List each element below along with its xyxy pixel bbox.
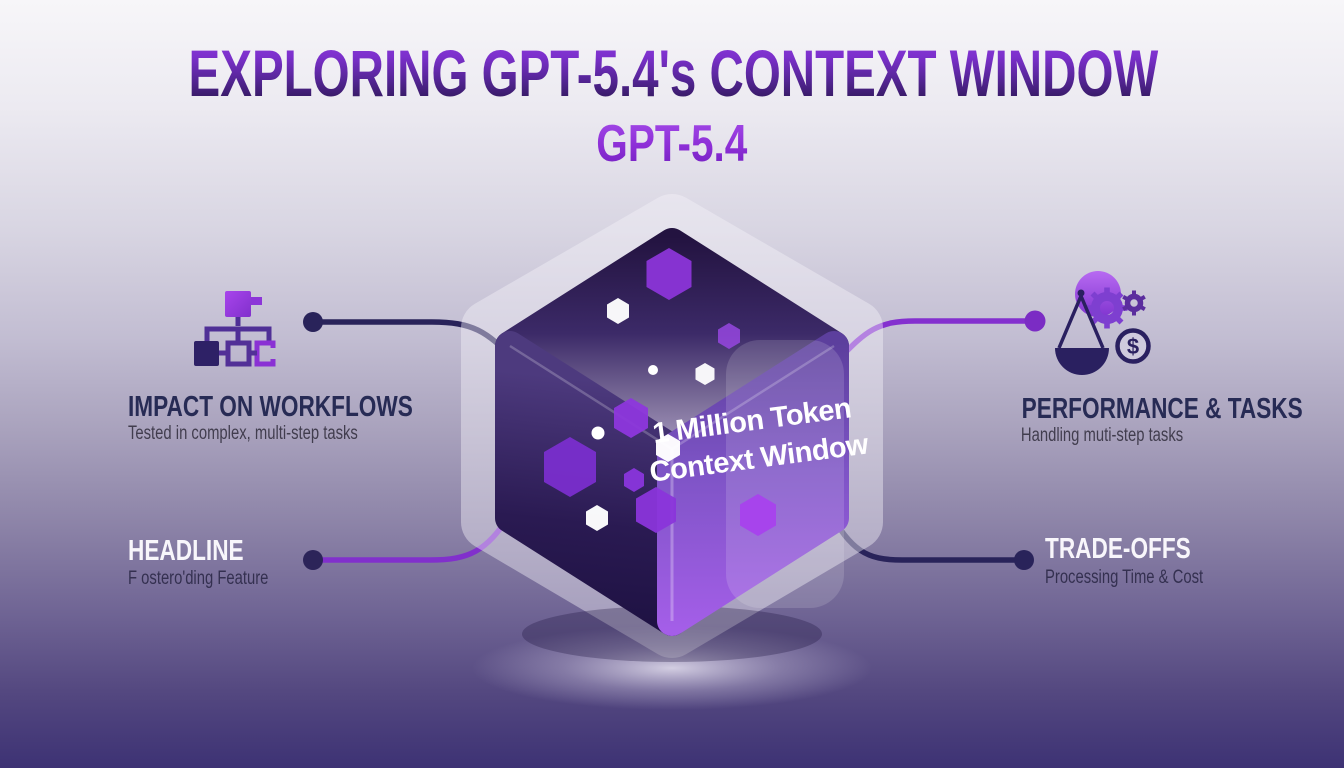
workflow-node-right bbox=[254, 340, 276, 367]
section-top-left-description: Tested in complex, multi-step tasks bbox=[128, 423, 358, 444]
connector-dot-bottom-right bbox=[1014, 550, 1034, 570]
connector-dot-top-left bbox=[303, 312, 323, 332]
workflow-icon bbox=[194, 291, 276, 367]
center-cube: 1 Million Token Context Window bbox=[495, 228, 871, 636]
section-bottom-right-heading: TRADE-OFFS bbox=[1045, 533, 1191, 565]
dollar-sign: $ bbox=[1127, 334, 1139, 359]
hex-decorations bbox=[544, 248, 776, 536]
dollar-icon: $ bbox=[1115, 328, 1151, 364]
section-bottom-right-description: Processing Time & Cost bbox=[1045, 567, 1204, 588]
workflow-node-left bbox=[194, 341, 219, 366]
page-subtitle: GPT-5.4 bbox=[596, 115, 748, 173]
connector-dot-top-right bbox=[1024, 310, 1046, 332]
connector-dot-bottom-left bbox=[303, 550, 323, 570]
cube-right-face bbox=[657, 331, 849, 636]
section-bottom-left-description: F ostero'ding Feature bbox=[128, 568, 269, 589]
gear-small-icon bbox=[1122, 290, 1146, 316]
section-bottom-left-heading: HEADLINE bbox=[128, 535, 244, 567]
workflow-node-middle bbox=[225, 340, 252, 367]
section-top-left-heading: IMPACT ON WORKFLOWS bbox=[128, 391, 413, 423]
scale-icon bbox=[1055, 289, 1109, 375]
performance-icon: $ bbox=[1055, 271, 1151, 375]
section-top-right-description: Handling muti-step tasks bbox=[1020, 425, 1184, 446]
page-title: EXPLORING GPT-5.4's CONTEXT WINDOW bbox=[188, 36, 1159, 110]
section-top-right-heading: PERFORMANCE & TASKS bbox=[1021, 393, 1303, 425]
floor-glow bbox=[472, 626, 872, 710]
glass-panel bbox=[726, 340, 844, 608]
